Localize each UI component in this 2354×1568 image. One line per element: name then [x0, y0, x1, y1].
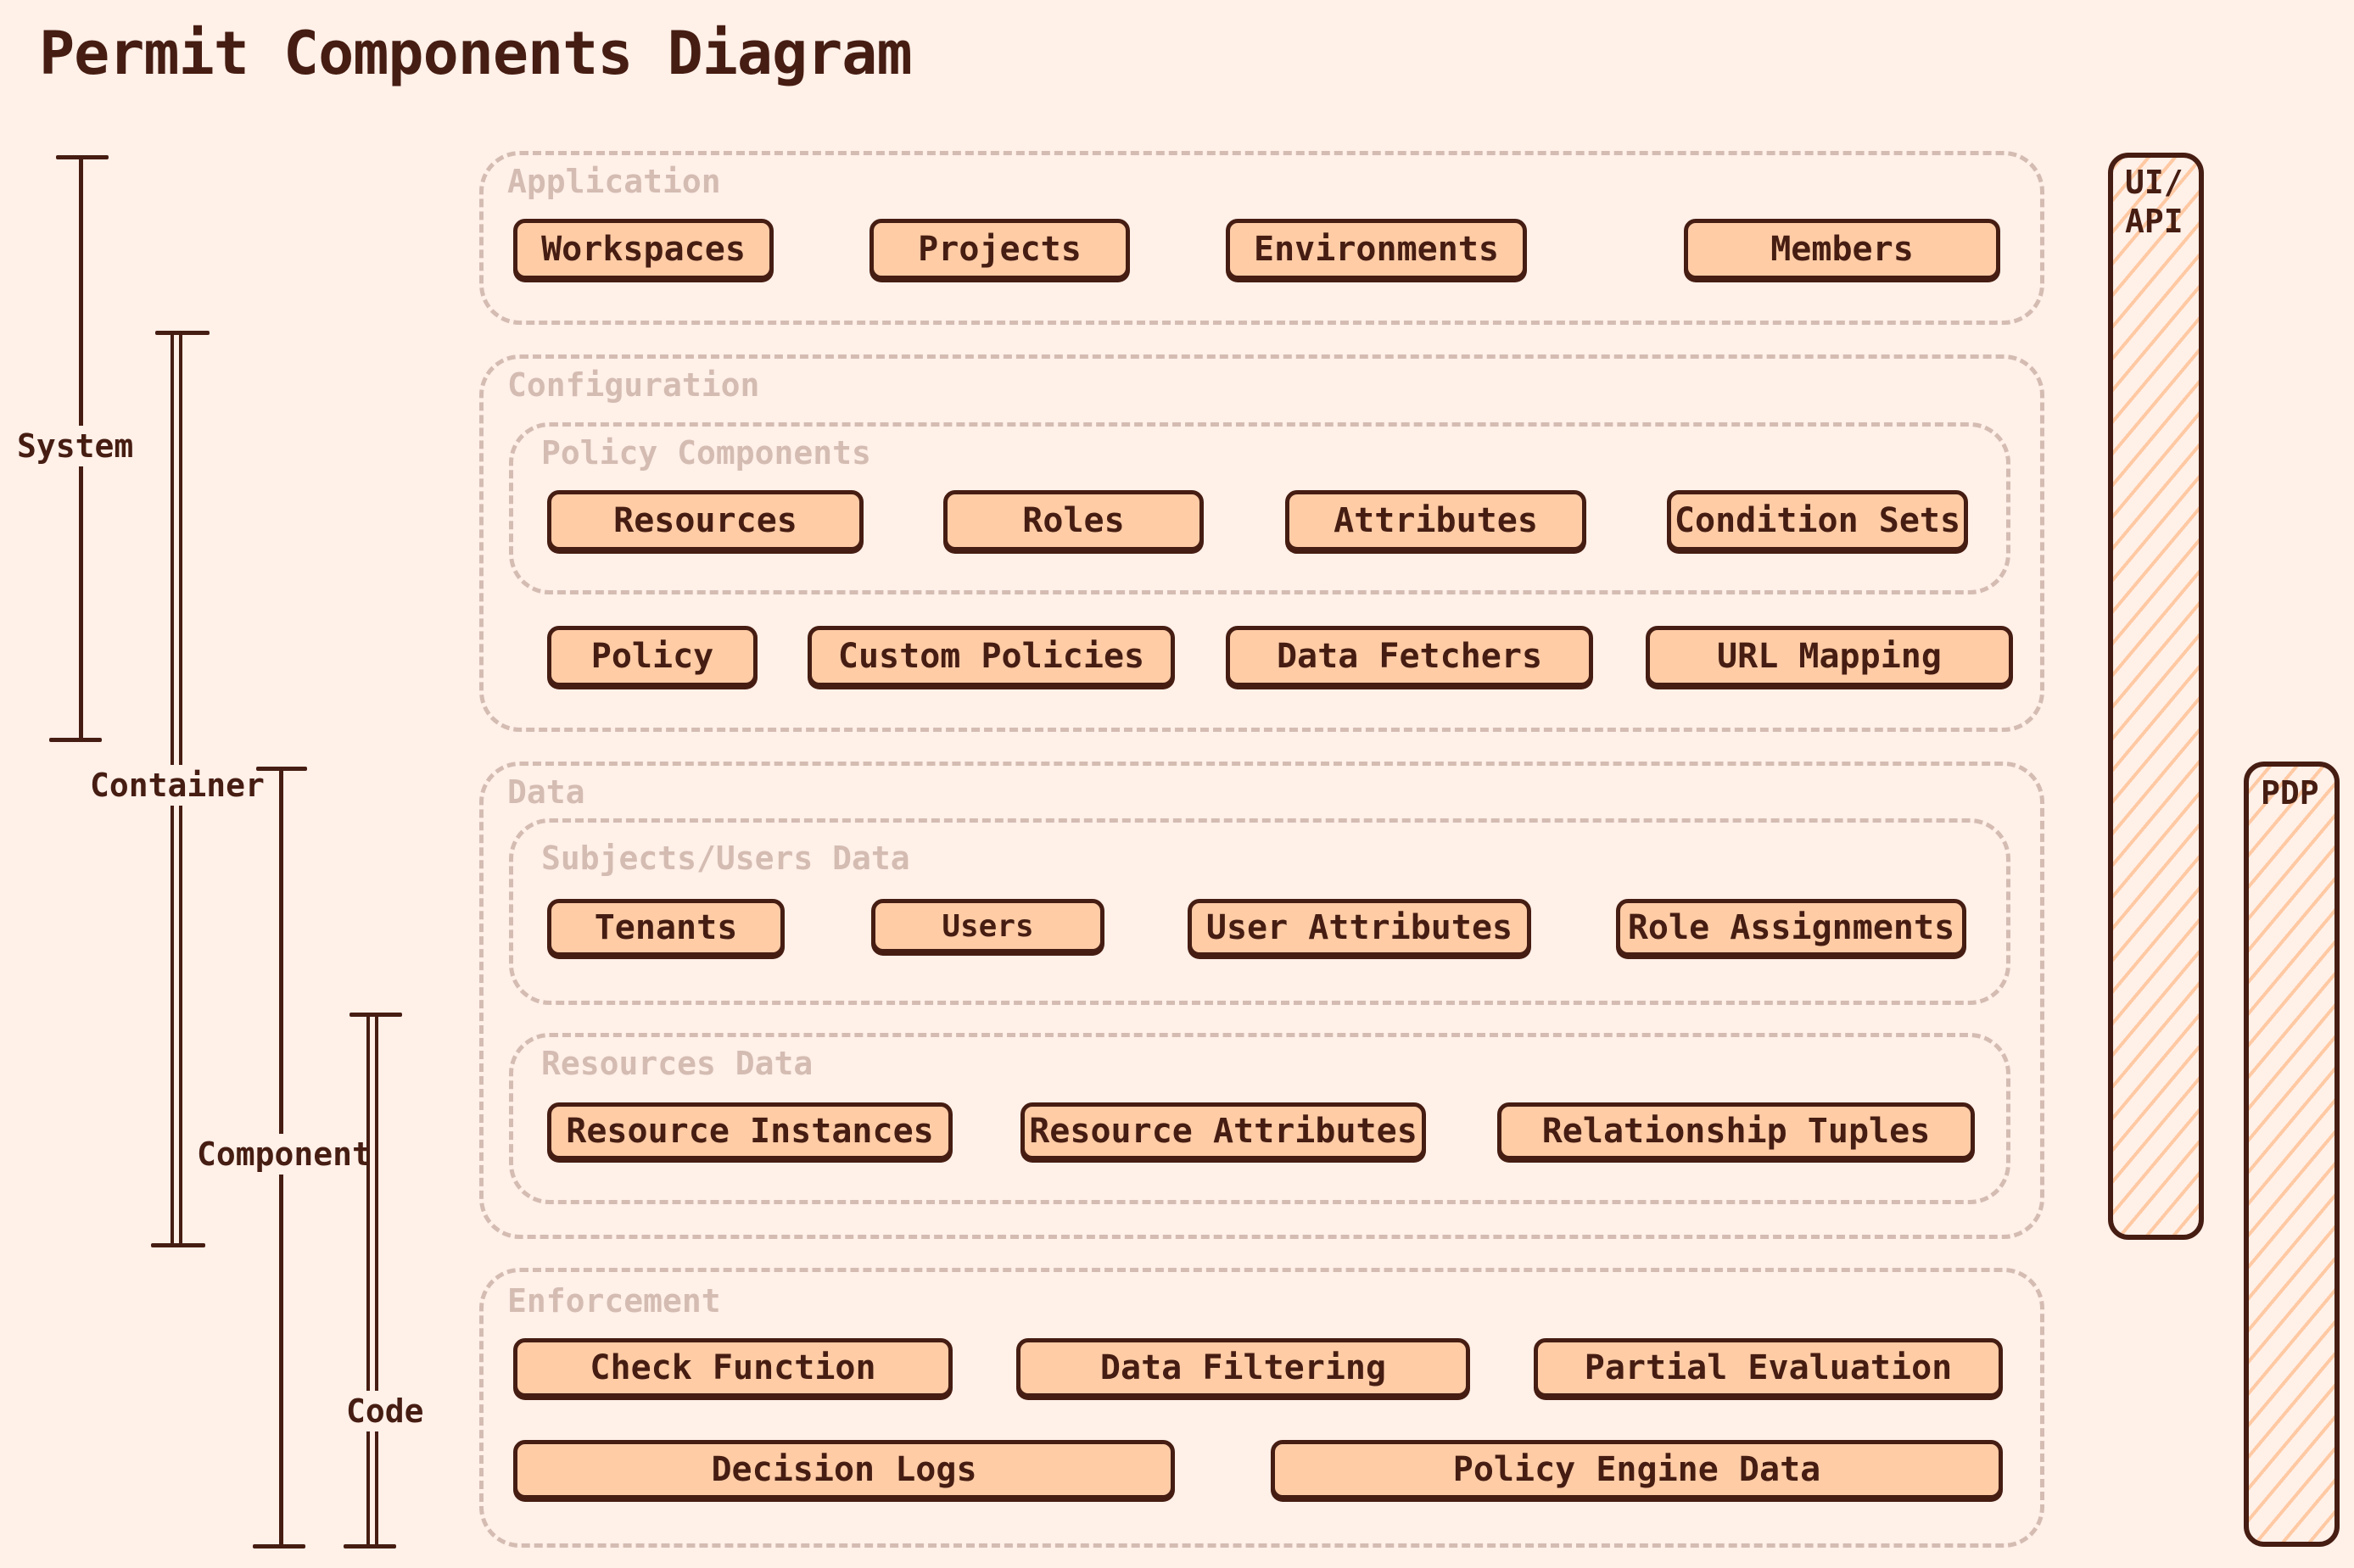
- box-user-attributes[interactable]: User Attributes: [1188, 899, 1531, 957]
- box-custom-policies[interactable]: Custom Policies: [808, 626, 1175, 687]
- group-label-configuration: Configuration: [507, 366, 760, 404]
- group-label-policy-components: Policy Components: [541, 434, 871, 472]
- group-enforcement: [479, 1268, 2044, 1548]
- box-users[interactable]: Users: [871, 899, 1104, 953]
- scale-cap: [344, 1544, 396, 1548]
- box-tenants[interactable]: Tenants: [547, 899, 785, 957]
- box-attributes[interactable]: Attributes: [1285, 490, 1586, 551]
- box-resource-attributes[interactable]: Resource Attributes: [1020, 1102, 1426, 1160]
- box-resources[interactable]: Resources: [547, 490, 864, 551]
- box-resource-instances[interactable]: Resource Instances: [547, 1102, 953, 1160]
- group-subjects-data: [509, 818, 2010, 1005]
- group-label-enforcement: Enforcement: [507, 1282, 721, 1320]
- box-policy[interactable]: Policy: [547, 626, 758, 687]
- bar-label-line: API: [2125, 203, 2183, 240]
- bar-label-ui-api: UI/ API: [2125, 163, 2183, 241]
- scale-cap: [155, 331, 210, 335]
- diagram-title: Permit Components Diagram: [39, 19, 913, 88]
- bar-ui-api[interactable]: [2108, 153, 2204, 1240]
- scale-label-system: System: [17, 426, 134, 466]
- box-projects[interactable]: Projects: [869, 219, 1130, 280]
- box-data-filtering[interactable]: Data Filtering: [1016, 1338, 1470, 1398]
- box-environments[interactable]: Environments: [1226, 219, 1527, 280]
- scale-label-component: Component: [197, 1134, 372, 1175]
- scale-line: [366, 1013, 378, 1547]
- box-partial-evaluation[interactable]: Partial Evaluation: [1534, 1338, 2003, 1398]
- scale-label-code: Code: [346, 1391, 424, 1431]
- bar-label-pdp: PDP: [2261, 774, 2319, 812]
- box-workspaces[interactable]: Workspaces: [513, 219, 774, 280]
- group-label-data: Data: [507, 773, 585, 811]
- box-roles[interactable]: Roles: [943, 490, 1204, 551]
- box-relationship-tuples[interactable]: Relationship Tuples: [1497, 1102, 1975, 1160]
- group-data: [479, 762, 2044, 1239]
- bar-label-line: UI/: [2125, 164, 2183, 201]
- box-members[interactable]: Members: [1684, 219, 2000, 280]
- box-url-mapping[interactable]: URL Mapping: [1646, 626, 2013, 687]
- scale-cap: [253, 1544, 305, 1548]
- box-condition-sets[interactable]: Condition Sets: [1667, 490, 1968, 551]
- box-role-assignments[interactable]: Role Assignments: [1616, 899, 1966, 957]
- group-resources-data: [509, 1033, 2010, 1204]
- box-check-function[interactable]: Check Function: [513, 1338, 953, 1398]
- group-application: [479, 151, 2044, 325]
- group-label-subjects-data: Subjects/Users Data: [541, 840, 910, 877]
- box-data-fetchers[interactable]: Data Fetchers: [1226, 626, 1593, 687]
- box-decision-logs[interactable]: Decision Logs: [513, 1440, 1175, 1499]
- box-policy-engine-data[interactable]: Policy Engine Data: [1271, 1440, 2003, 1499]
- group-policy-components: [509, 422, 2010, 594]
- group-configuration: [479, 354, 2044, 732]
- scale-cap: [49, 738, 102, 742]
- scale-label-container: Container: [90, 765, 265, 806]
- bar-pdp[interactable]: [2244, 762, 2340, 1547]
- group-label-application: Application: [507, 163, 721, 200]
- scale-cap: [151, 1243, 205, 1247]
- group-label-resources-data: Resources Data: [541, 1045, 814, 1082]
